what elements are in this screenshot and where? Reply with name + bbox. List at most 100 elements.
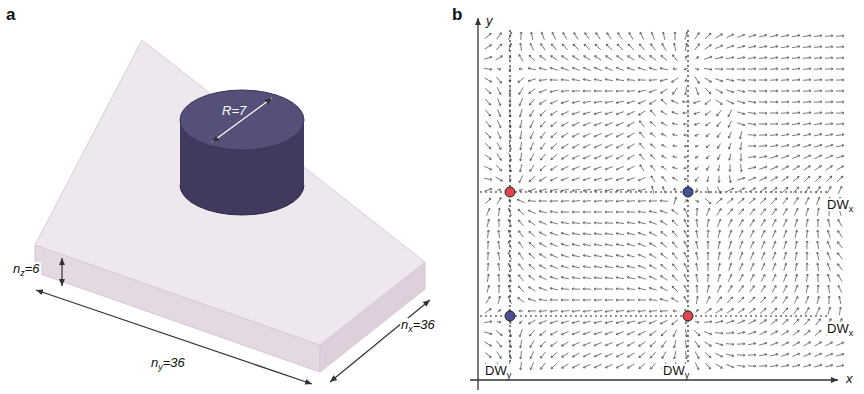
spin-arrowhead	[763, 275, 765, 277]
spin-arrowhead	[583, 277, 585, 279]
spin-arrow	[814, 101, 822, 103]
spin-arrow	[696, 219, 698, 227]
spin-arrow	[628, 353, 635, 357]
spin-arrow	[605, 91, 613, 92]
spin-arrow	[828, 219, 830, 227]
spin-arrowhead	[774, 286, 776, 288]
spin-arrow	[684, 167, 689, 169]
spin-arrow	[561, 91, 569, 92]
spin-arrow	[759, 365, 767, 367]
spin-arrowhead	[638, 179, 640, 181]
spin-arrowhead	[498, 310, 500, 312]
spin-arrow	[616, 68, 623, 71]
spin-arrow	[707, 187, 709, 194]
spin-arrow	[815, 342, 822, 346]
spin-arrowhead	[765, 354, 767, 356]
spin-arrowhead	[765, 342, 767, 344]
spin-arrowhead	[561, 90, 563, 92]
spin-arrowhead	[529, 334, 531, 336]
spin-arrowhead	[616, 157, 618, 159]
spin-arrow	[718, 165, 719, 171]
spin-arrowhead	[529, 91, 531, 93]
spin-arrowhead	[605, 189, 607, 191]
spin-arrowhead	[697, 345, 699, 347]
spin-arrowhead	[806, 263, 808, 265]
spin-arrow	[594, 343, 601, 346]
spin-arrow	[650, 100, 657, 104]
spin-arrowhead	[721, 320, 723, 322]
spin-arrowhead	[686, 32, 688, 34]
spin-arrowhead	[806, 274, 808, 276]
spin-arrowhead	[696, 274, 698, 276]
spin-arrow	[817, 197, 820, 205]
spin-arrow	[496, 165, 501, 171]
spin-arrow	[729, 263, 732, 271]
spin-arrowhead	[651, 165, 653, 167]
spin-arrow	[530, 43, 533, 50]
spin-arrow	[638, 233, 646, 236]
spin-arrow	[770, 58, 778, 59]
spin-arrowhead	[798, 353, 800, 355]
spin-arrow	[605, 266, 613, 267]
spin-arrowhead	[694, 102, 696, 104]
spin-arrow	[660, 299, 668, 301]
spin-arrow	[717, 122, 721, 127]
spin-arrowhead	[719, 209, 721, 211]
spin-arrowhead	[808, 176, 810, 178]
spin-arrowhead	[583, 299, 585, 301]
spin-arrowhead	[754, 45, 756, 47]
spin-arrowhead	[561, 113, 563, 115]
spin-arrowhead	[730, 252, 732, 254]
spin-arrowhead	[541, 136, 543, 138]
spin-arrowhead	[605, 344, 607, 346]
spin-arrow	[792, 155, 799, 158]
spin-arrowhead	[820, 123, 822, 125]
spin-arrowhead	[520, 126, 522, 128]
spin-arrowhead	[820, 79, 822, 81]
spin-arrow	[759, 343, 767, 345]
spin-arrow	[759, 58, 767, 59]
spin-arrow	[748, 365, 756, 366]
spin-arrowhead	[650, 356, 652, 358]
spin-arrowhead	[572, 333, 574, 335]
spin-arrowhead	[796, 297, 798, 299]
spin-arrowhead	[531, 32, 533, 34]
spin-arrow	[562, 122, 569, 126]
spin-arrow	[561, 211, 569, 212]
spin-arrow	[705, 78, 712, 82]
spin-arrowhead	[685, 346, 687, 348]
spin-arrowhead	[520, 148, 522, 150]
spin-arrowhead	[551, 168, 553, 170]
spin-arrow	[651, 155, 656, 159]
spin-arrowhead	[529, 322, 531, 324]
spin-arrow	[783, 285, 787, 292]
spin-arrow	[759, 145, 767, 147]
spin-arrowhead	[639, 44, 641, 46]
spin-arrow	[594, 101, 602, 102]
spin-arrow	[828, 274, 830, 282]
spin-arrowhead	[520, 137, 522, 139]
spin-arrow	[487, 241, 488, 249]
spin-arrow	[726, 343, 734, 345]
spin-arrowhead	[696, 57, 698, 59]
spin-arrowhead	[605, 211, 607, 213]
spin-arrowhead	[572, 157, 574, 159]
spin-arrowhead	[562, 135, 564, 137]
spin-arrow	[803, 101, 811, 103]
spin-arrowhead	[684, 134, 686, 136]
spin-arrowhead	[785, 285, 787, 287]
spin-arrowhead	[605, 244, 607, 246]
spin-arrowhead	[572, 113, 574, 115]
spin-arrow	[662, 341, 666, 348]
spin-arrowhead	[707, 252, 709, 254]
spin-arrowhead	[517, 199, 519, 201]
spin-arrowhead	[518, 220, 520, 222]
spin-arrow	[748, 58, 756, 59]
spin-arrowhead	[628, 124, 630, 126]
spin-arrowhead	[519, 253, 521, 255]
spin-arrowhead	[583, 189, 585, 191]
spin-arrow	[792, 58, 800, 59]
spin-arrowhead	[519, 115, 521, 117]
spin-arrow	[673, 167, 678, 169]
